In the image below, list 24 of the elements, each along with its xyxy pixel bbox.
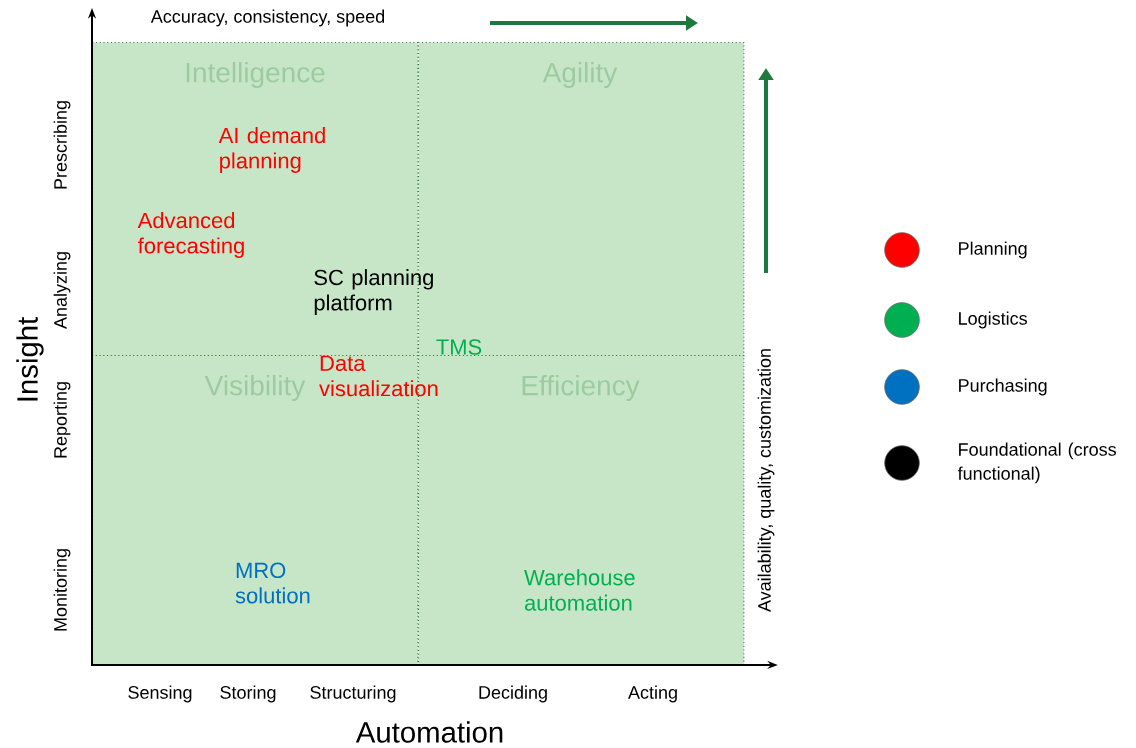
axis-tick-label: Reporting <box>53 382 71 458</box>
axis-note: Accuracy, consistency, speed <box>150 9 385 27</box>
axis-tick-label: Acting <box>628 685 677 703</box>
legend-label: Purchasing <box>959 378 1047 396</box>
item-label: AI demand planning <box>218 127 325 173</box>
legend-label: Logistics <box>959 311 1027 329</box>
item-label: SC planning platform <box>314 269 433 315</box>
item-label: MRO solution <box>235 562 310 604</box>
item-label: Data visualization <box>319 355 438 397</box>
legend-label: Foundational (cross functional) <box>957 442 1116 484</box>
item-label: Advanced forecasting <box>137 212 244 258</box>
axis-tick-label: Prescribing <box>53 101 71 189</box>
axis-tick-label: Storing <box>220 685 276 703</box>
axis-tick-label: Monitoring <box>53 549 71 631</box>
axis-title: Automation <box>355 721 503 743</box>
axis-note: Availability, quality, customization <box>757 349 775 612</box>
axis-tick-label: Analyzing <box>53 252 71 329</box>
item-label: Warehouse automation <box>524 569 635 611</box>
axis-tick-label: Deciding <box>479 685 547 703</box>
axis-title: Insight <box>16 317 44 401</box>
item-label: TMS <box>436 339 482 355</box>
legend-label: Planning <box>959 241 1027 259</box>
axis-tick-label: Structuring <box>310 685 396 703</box>
axis-tick-label: Sensing <box>128 685 192 703</box>
